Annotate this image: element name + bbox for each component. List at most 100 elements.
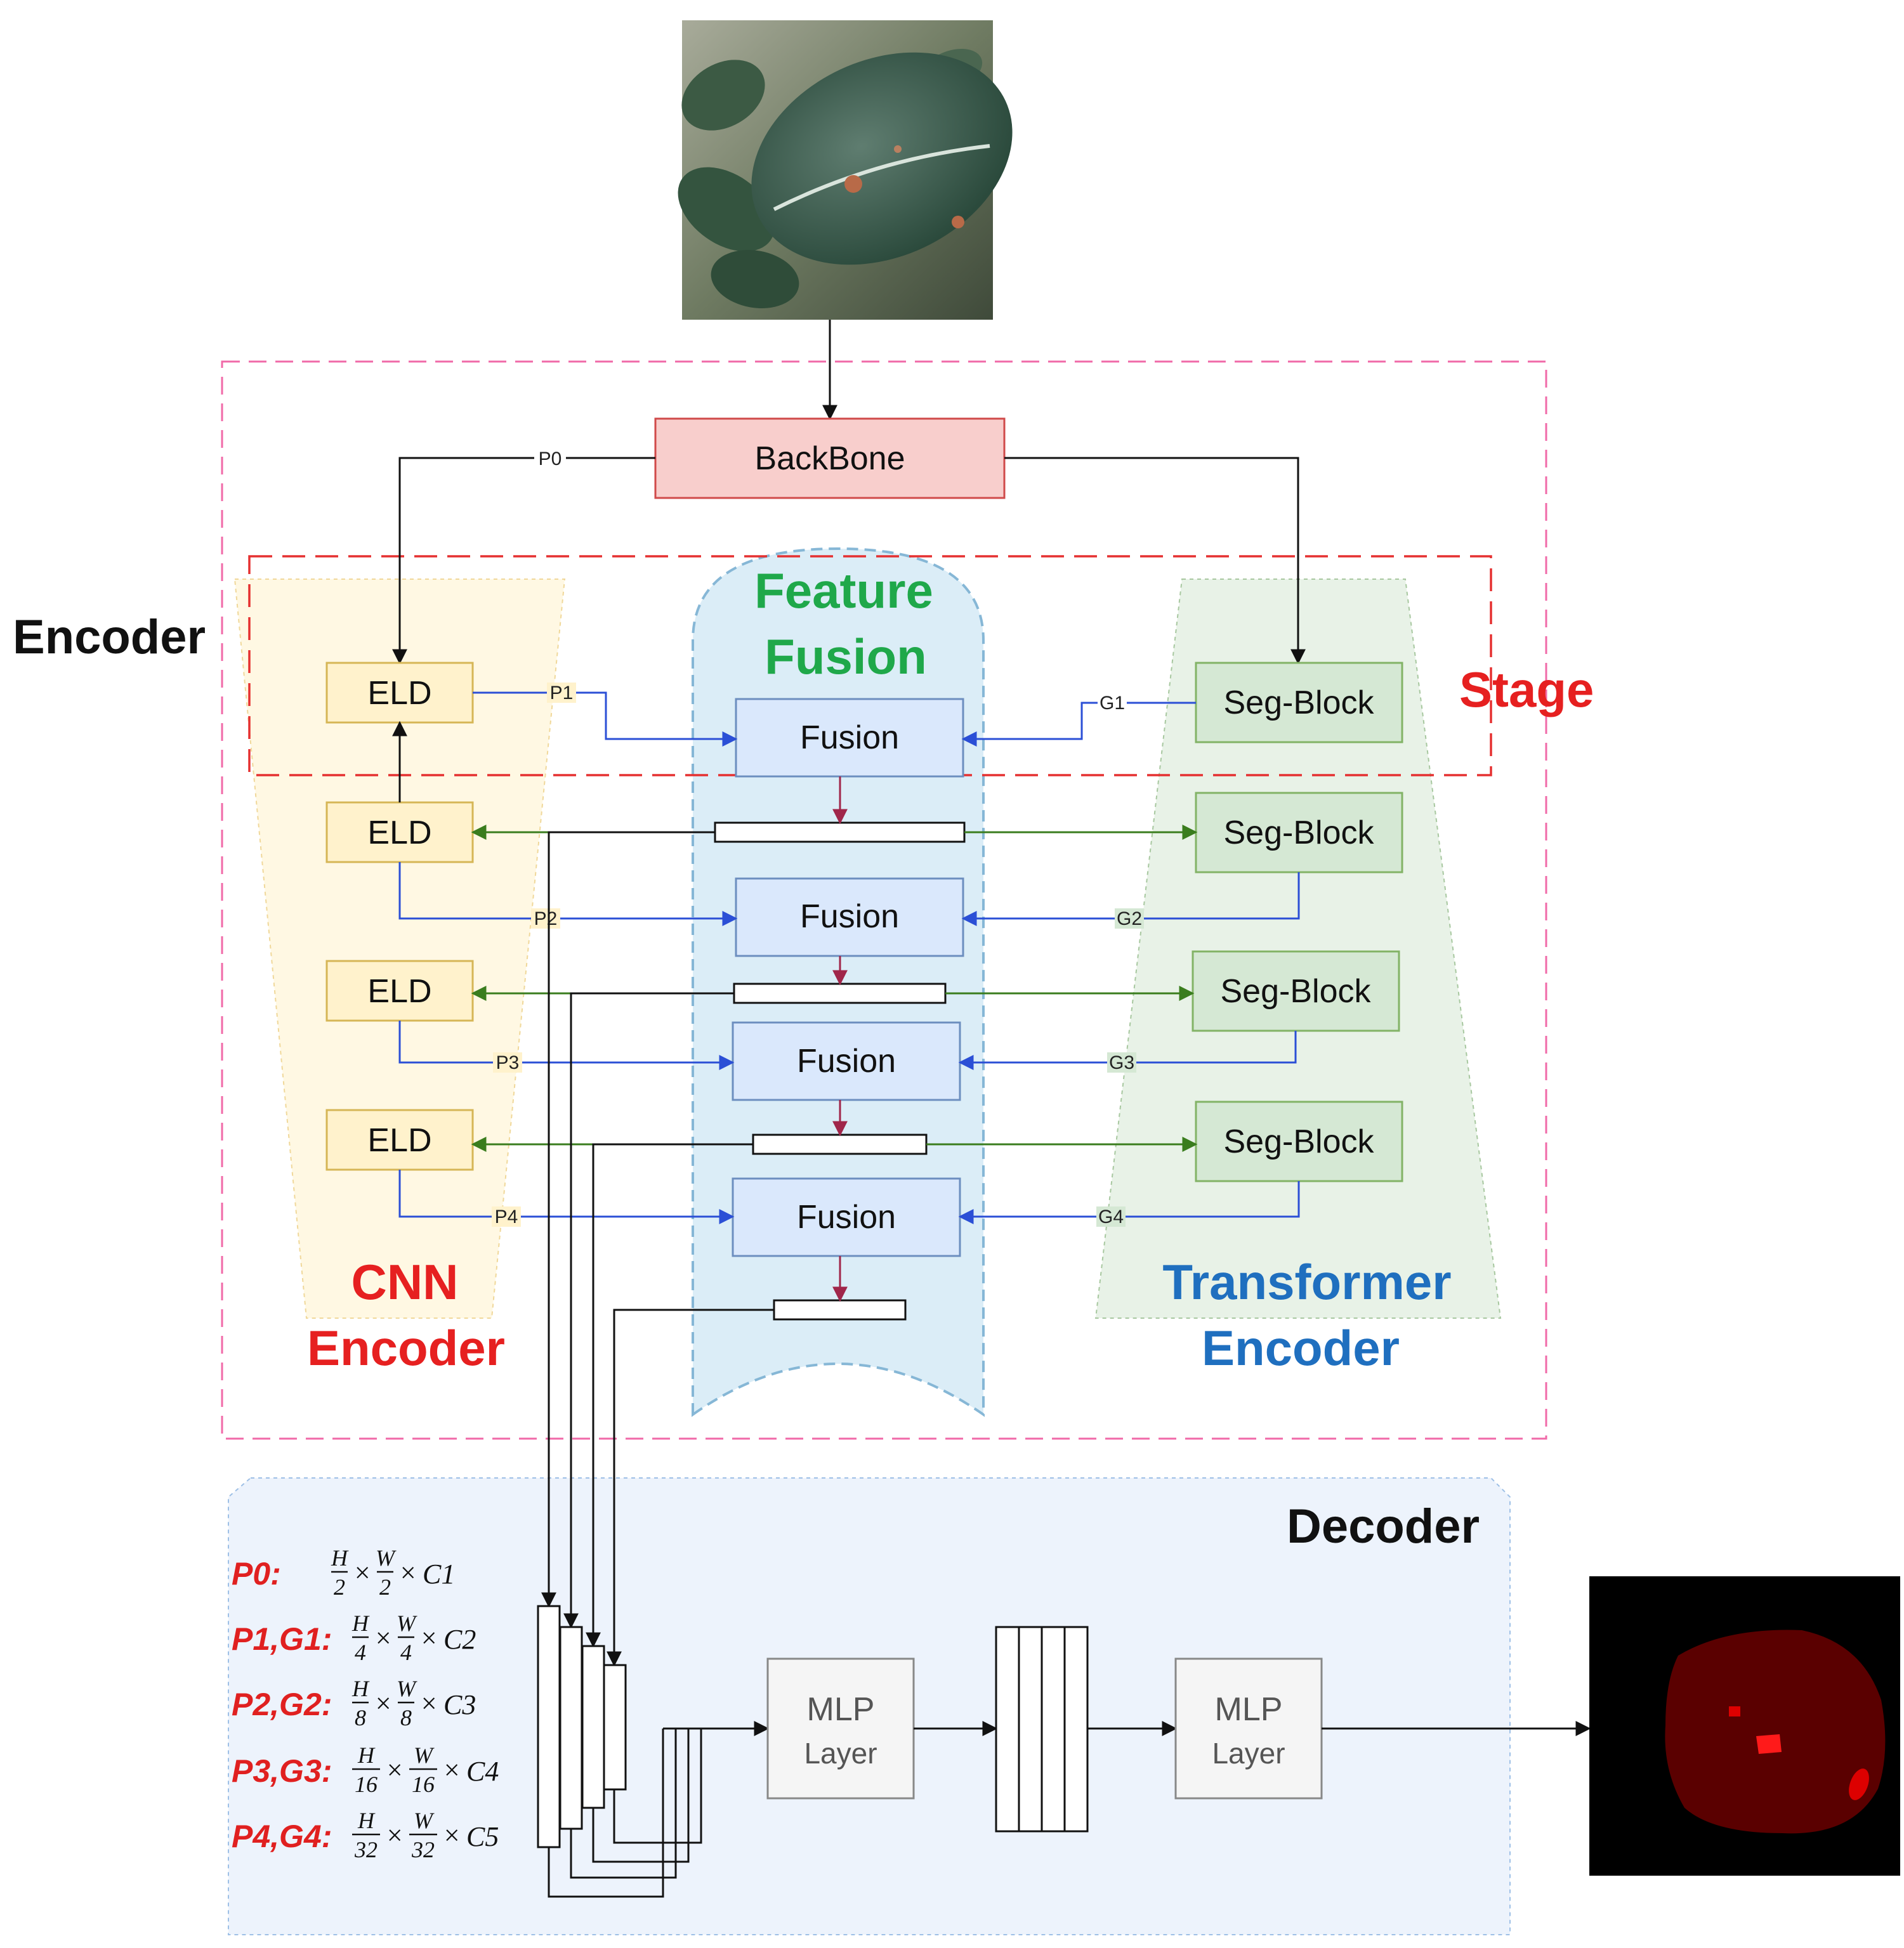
dim-times1-3: ×: [385, 1755, 404, 1786]
fused-feature-bar-4: [773, 1299, 907, 1321]
dim-name-3: P3,G3:: [232, 1753, 332, 1789]
eld-block-2: ELD: [325, 801, 474, 863]
dim-c-4: C5: [466, 1821, 499, 1852]
encoder-label: Encoder: [13, 610, 206, 664]
dim-wd-3: 16: [412, 1772, 435, 1797]
fusion-block-2: Fusion: [735, 877, 964, 957]
transformer-label: Transformer: [1162, 1254, 1451, 1310]
bar3-to-decoder-line: [586, 1143, 753, 1648]
dim-wd-4: 32: [411, 1837, 435, 1862]
p1-arrow: [473, 691, 738, 747]
stage-label: Stage: [1459, 662, 1594, 717]
decoder-feature-2: [559, 1626, 583, 1830]
backbone-label: BackBone: [754, 440, 905, 477]
mlp-layer-2: MLP Layer: [1174, 1657, 1323, 1800]
eld-label-3: ELD: [367, 973, 431, 1010]
dim-wd-0: 2: [379, 1574, 391, 1600]
dim-h-3: H: [357, 1742, 376, 1768]
dim-hd-4: 32: [354, 1837, 378, 1862]
cnn-encoder-region: [233, 579, 566, 1319]
p4-label: P4: [495, 1206, 518, 1227]
seg-block-4: Seg-Block: [1195, 1101, 1403, 1182]
dim-name-1: P1,G1:: [232, 1621, 332, 1657]
g4-arrow: [958, 1181, 1300, 1224]
dim-h-1: H: [351, 1611, 370, 1636]
fusion-block-4: Fusion: [732, 1177, 961, 1257]
p2-arrow: [398, 862, 738, 926]
g2-arrow: [961, 872, 1300, 926]
feature-fusion-label-2: Fusion: [765, 629, 927, 684]
dim-times1-1: ×: [374, 1623, 393, 1654]
cnn-encoder-label: Encoder: [307, 1320, 505, 1376]
fusion-block-3: Fusion: [732, 1021, 961, 1101]
dim-w-3: W: [414, 1742, 435, 1768]
backbone-block: BackBone: [654, 417, 1006, 499]
mlp-layer-2-label-line2: Layer: [1212, 1737, 1285, 1770]
dim-hd-2: 8: [355, 1705, 366, 1730]
dim-h-0: H: [331, 1545, 349, 1571]
p4-arrow: [398, 1170, 735, 1224]
p0-arrow: [392, 457, 655, 665]
dim-name-2: P2,G2:: [232, 1687, 332, 1722]
dim-times2-4: ×: [442, 1820, 461, 1851]
eld-block-1: ELD: [325, 662, 474, 724]
seg-block-1: Seg-Block: [1195, 662, 1403, 743]
backbone-to-seg-arrow: [1004, 457, 1306, 665]
g1-arrow: [961, 702, 1196, 747]
g1-label: G1: [1100, 693, 1125, 714]
dim-w-4: W: [414, 1808, 435, 1833]
dim-times2-0: ×: [398, 1557, 417, 1588]
dim-times2-2: ×: [419, 1688, 438, 1719]
dim-w-2: W: [397, 1676, 417, 1701]
dim-hd-1: 4: [355, 1640, 366, 1665]
dimension-legend: P0:H2×W2×C1P1,G1:H4×W4×C2P2,G2:H8×W8×C3P…: [232, 1545, 499, 1862]
encoder-boundary: [221, 360, 1547, 1440]
p1-label: P1: [550, 683, 574, 703]
dim-times2-1: ×: [419, 1623, 438, 1654]
decoder-feature-3: [581, 1645, 605, 1809]
dim-name-4: P4,G4:: [232, 1819, 332, 1854]
eld-label-2: ELD: [367, 814, 431, 851]
dim-h-4: H: [357, 1808, 376, 1833]
dim-c-1: C2: [443, 1624, 476, 1655]
fusion-label-4: Fusion: [797, 1199, 896, 1236]
dim-w-0: W: [376, 1545, 397, 1571]
seg-block-3: Seg-Block: [1192, 950, 1400, 1032]
dim-times2-3: ×: [442, 1755, 461, 1786]
dim-c-0: C1: [423, 1559, 455, 1590]
seg-block-label-1: Seg-Block: [1224, 684, 1375, 721]
bar4-to-decoder-line: [607, 1309, 774, 1667]
dim-wd-1: 4: [400, 1640, 412, 1665]
p0-label: P0: [539, 448, 562, 469]
dim-times1-4: ×: [385, 1820, 404, 1851]
seg-block-label-3: Seg-Block: [1221, 973, 1372, 1010]
dim-w-1: W: [397, 1611, 417, 1636]
g3-label: G3: [1109, 1052, 1134, 1073]
fused-feature-bar-2: [733, 983, 947, 1004]
feature-fusion-label-1: Feature: [754, 563, 933, 618]
fusion-label-2: Fusion: [800, 898, 899, 935]
fused-feature-bar-1: [714, 821, 966, 843]
bar1-to-decoder-line: [541, 831, 715, 1608]
p2-label: P2: [534, 908, 558, 929]
input-leaf-image: [678, 20, 1013, 320]
mlp-layer-1-label-line1: MLP: [807, 1691, 875, 1728]
g3-arrow: [958, 1031, 1297, 1070]
dim-c-3: C4: [466, 1756, 499, 1787]
bar2-to-decoder-line: [563, 992, 734, 1629]
transformer-encoder-label: Encoder: [1202, 1320, 1400, 1376]
g4-label: G4: [1098, 1206, 1124, 1227]
dim-times1-0: ×: [353, 1557, 372, 1588]
decoder-label: Decoder: [1287, 1500, 1480, 1553]
dim-wd-2: 8: [400, 1705, 412, 1730]
mlp-layer-1: MLP Layer: [766, 1657, 915, 1800]
p3-arrow: [398, 1021, 735, 1070]
dim-times1-2: ×: [374, 1688, 393, 1719]
decoder-feature-4: [603, 1664, 627, 1791]
decoder-feature-1: [537, 1605, 561, 1848]
fusion-label-3: Fusion: [797, 1043, 896, 1080]
cnn-label: CNN: [351, 1254, 459, 1310]
seg-block-label-2: Seg-Block: [1224, 814, 1375, 851]
seg-block-label-4: Seg-Block: [1224, 1123, 1375, 1160]
eld-block-4: ELD: [325, 1109, 474, 1171]
